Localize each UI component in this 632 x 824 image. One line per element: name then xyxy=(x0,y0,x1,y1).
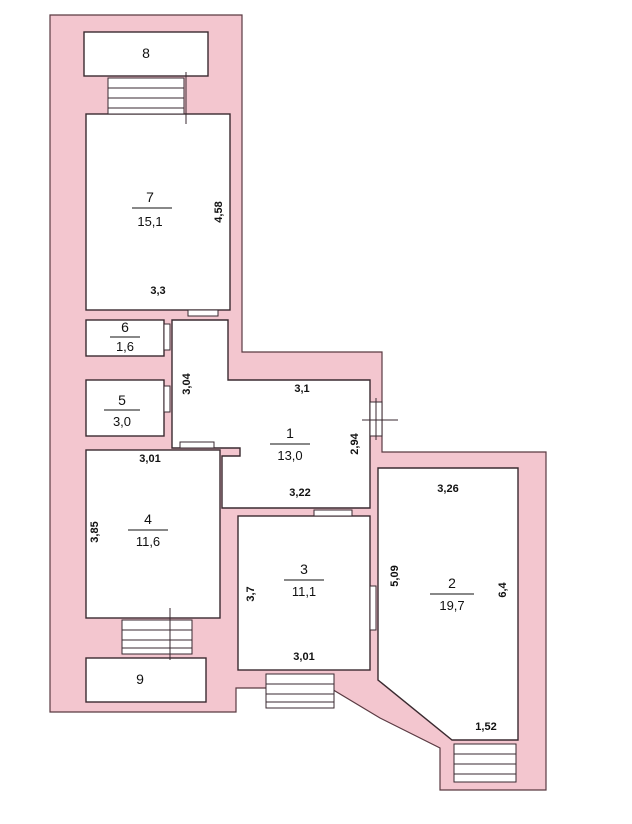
room-number: 2 xyxy=(448,575,456,591)
balcony-9 xyxy=(85,657,207,703)
dim-r7-width: 3,3 xyxy=(150,285,165,297)
window-r2 xyxy=(453,743,517,783)
door-r7 xyxy=(187,309,219,317)
room-2 xyxy=(377,467,519,741)
room-area: 1,6 xyxy=(116,339,134,354)
room-4 xyxy=(85,449,221,619)
dim-r2-top: 3,26 xyxy=(437,483,458,495)
room-7 xyxy=(85,113,231,311)
dim-r4-top: 3,01 xyxy=(139,453,160,465)
room-label-2: 2 19,7 xyxy=(430,575,474,613)
room-number: 6 xyxy=(121,319,129,335)
room-number: 7 xyxy=(146,189,154,205)
room-5 xyxy=(85,379,165,437)
room-label-7: 7 15,1 xyxy=(132,189,172,229)
room-label-4: 4 11,6 xyxy=(128,511,168,549)
dim-r2-bottom: 1,52 xyxy=(475,721,496,733)
room-number: 5 xyxy=(118,392,126,408)
room-number: 3 xyxy=(300,561,308,577)
room-area: 11,1 xyxy=(292,584,316,599)
room-area: 13,0 xyxy=(277,448,302,463)
room-label-1: 1 13,0 xyxy=(270,425,310,463)
dim-r1-side: 2,94 xyxy=(349,432,361,454)
room-label-5: 5 3,0 xyxy=(104,392,140,429)
door-r4 xyxy=(179,441,215,449)
dim-r2-side-left: 5,09 xyxy=(389,565,401,586)
window-r3 xyxy=(265,673,335,709)
window-r4 xyxy=(121,608,193,660)
dim-hall-top: 3,1 xyxy=(294,383,309,395)
room-area: 3,0 xyxy=(113,414,131,429)
door-r6 xyxy=(163,323,171,351)
window-r1 xyxy=(362,398,398,440)
dim-r7-length: 4,58 xyxy=(213,201,225,222)
dim-r3-side: 3,7 xyxy=(245,586,257,601)
door-r5 xyxy=(163,385,171,413)
dim-r4-side: 3,85 xyxy=(89,521,101,542)
dim-r1-bottom: 3,22 xyxy=(289,487,310,499)
door-r3 xyxy=(313,509,353,517)
room-label-3: 3 11,1 xyxy=(284,561,324,599)
room-label-6: 6 1,6 xyxy=(110,319,140,354)
balcony-label-8: 8 xyxy=(142,45,150,61)
room-area: 19,7 xyxy=(439,598,464,613)
door-r2 xyxy=(369,585,377,631)
room-area: 11,6 xyxy=(136,534,160,549)
room-number: 1 xyxy=(286,425,294,441)
room-3 xyxy=(237,515,371,671)
room-area: 15,1 xyxy=(137,214,162,229)
dim-r2-side-right: 6,4 xyxy=(497,581,509,597)
room-1-hall xyxy=(171,319,371,509)
window-r7 xyxy=(107,72,187,124)
dim-hall-side: 3,04 xyxy=(181,372,193,394)
balcony-label-9: 9 xyxy=(136,671,144,687)
balcony-8 xyxy=(83,31,209,77)
room-number: 4 xyxy=(144,511,152,527)
dim-r3-bottom: 3,01 xyxy=(293,651,314,663)
